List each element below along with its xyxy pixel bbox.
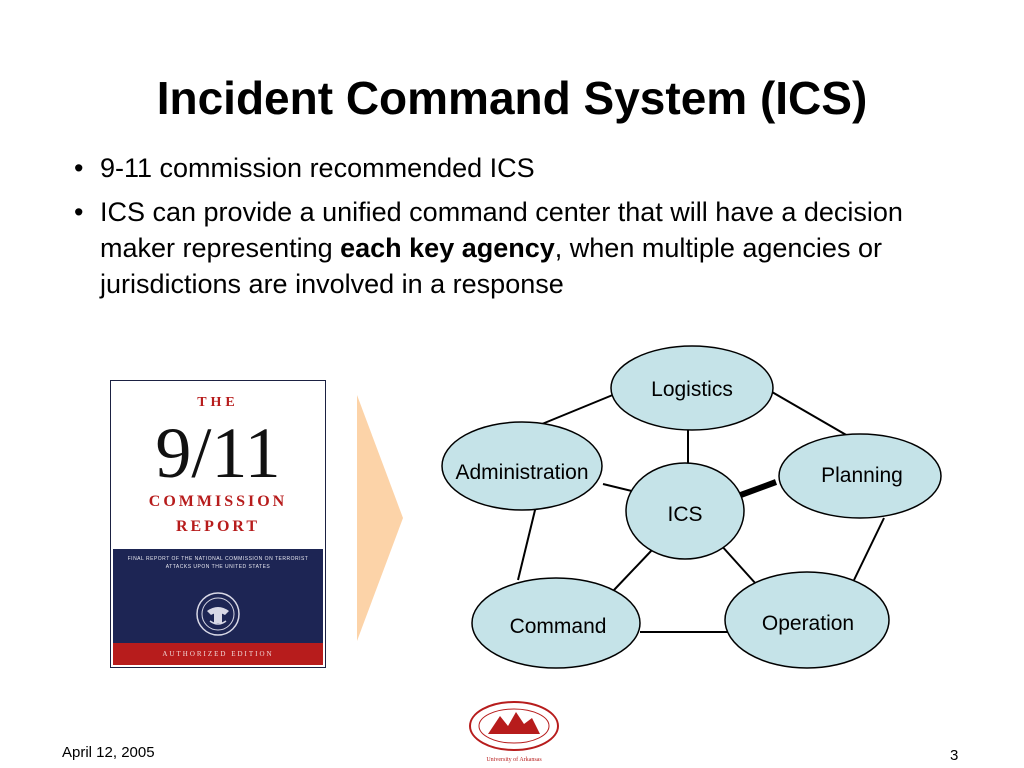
cover-edition: AUTHORIZED EDITION [113, 643, 323, 665]
cover-the: THE [197, 395, 239, 410]
bullet-symbol: • [74, 153, 84, 183]
node-administration-label: Administration [455, 461, 588, 484]
cover-subtitle: FINAL REPORT OF THE NATIONAL COMMISSION … [127, 556, 309, 570]
bullet-text: 9-11 commission recommended ICS [100, 153, 535, 183]
node-planning-label: Planning [821, 464, 903, 487]
node-ics-label: ICS [667, 503, 702, 526]
page-number: 3 [950, 747, 959, 764]
ics-diagram: Logistics Administration Planning ICS Co… [441, 345, 942, 669]
university-logo: University of Arkansas [469, 701, 559, 763]
node-logistics: Logistics [610, 345, 774, 431]
node-logistics-label: Logistics [651, 378, 733, 401]
slide-title: Incident Command System (ICS) [156, 72, 868, 124]
bullet-text-part: , when multiple agencies or jurisdiction… [100, 233, 882, 299]
arrow-icon [357, 395, 403, 641]
cover-report: REPORT [175, 518, 261, 535]
cover-top: THE 9/11 COMMISSION REPORT [113, 383, 323, 549]
bullet-emphasis: each key agency [340, 233, 555, 263]
cover-bottom: FINAL REPORT OF THE NATIONAL COMMISSION … [113, 549, 323, 665]
node-ics: ICS [625, 462, 745, 560]
node-operation-label: Operation [762, 612, 854, 635]
logo-text: University of Arkansas [486, 756, 542, 763]
bullet-text-part: ICS can provide a unified command center… [100, 197, 903, 263]
connector-lines [517, 391, 885, 633]
cover-commission: COMMISSION [148, 493, 288, 510]
bullet-item: • 9-11 commission recommended ICS [72, 150, 972, 186]
footer-date: April 12, 2005 [62, 744, 155, 761]
bullet-symbol: • [74, 197, 84, 227]
commission-report-cover: THE 9/11 COMMISSION REPORT FINAL REPORT … [110, 380, 326, 668]
node-operation: Operation [724, 571, 890, 669]
cover-number: 9/11 [155, 413, 281, 493]
node-planning: Planning [778, 433, 942, 519]
seal-icon [196, 592, 240, 636]
bullet-list: • 9-11 commission recommended ICS • ICS … [72, 150, 972, 310]
node-command: Command [471, 577, 641, 669]
node-administration: Administration [441, 421, 603, 511]
node-command-label: Command [510, 615, 607, 638]
bullet-item: • ICS can provide a unified command cent… [72, 194, 972, 302]
